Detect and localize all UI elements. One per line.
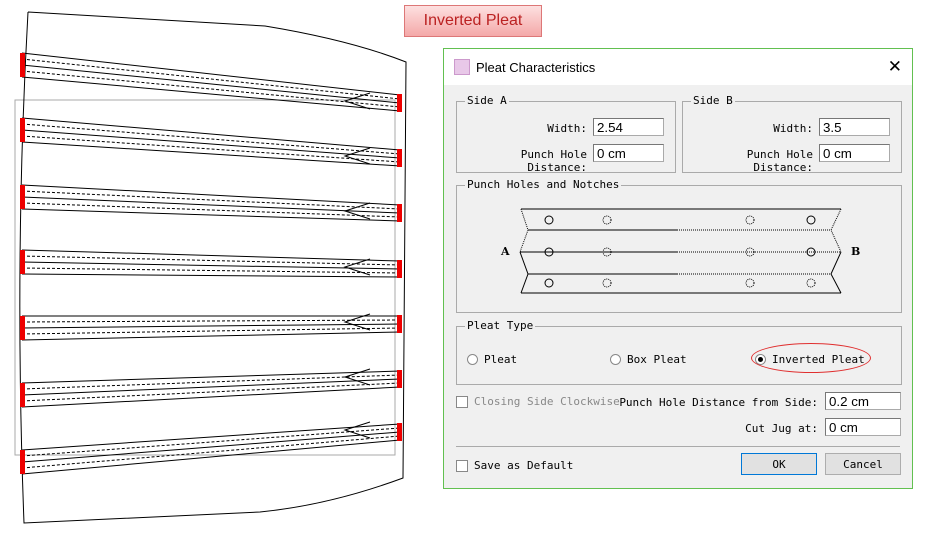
notch-marker	[397, 370, 402, 388]
pleat-line	[21, 135, 401, 163]
pleat-line	[21, 378, 401, 396]
pleat-type-group: Pleat Type Pleat Box Pleat Inverted Plea…	[456, 319, 902, 385]
side-b-punch-label: Punch Hole Distance:	[746, 148, 813, 174]
ok-button[interactable]: OK	[741, 453, 817, 475]
pleat-type-legend: Pleat Type	[465, 319, 536, 332]
side-b-group: Side B Width: Punch Hole Distance:	[682, 94, 902, 174]
pleat-line	[21, 427, 401, 457]
notch-marker	[20, 185, 25, 209]
pleat-line	[21, 190, 401, 210]
pattern-piece-canvas[interactable]	[0, 0, 440, 534]
side-b-marker: B	[851, 245, 861, 258]
notch-marker	[20, 383, 25, 407]
pleat-line	[21, 386, 401, 408]
pleat-arrow	[343, 313, 371, 331]
notch-marker	[397, 94, 402, 112]
side-a-width-input[interactable]	[593, 118, 664, 136]
cut-jug-input[interactable]	[825, 418, 901, 436]
pleat-characteristics-dialog: Pleat Characteristics ✕ Side A Width: Pu…	[443, 48, 913, 489]
pleat-line	[21, 273, 401, 278]
closing-side-checkbox[interactable]: Closing Side Clockwise	[456, 395, 620, 408]
pleat-arrow	[343, 147, 371, 165]
pleat-line	[21, 267, 401, 274]
box-pleat-radio[interactable]: Box Pleat	[610, 353, 687, 366]
pleat-line	[21, 58, 401, 100]
pleat-line	[21, 184, 401, 206]
punch-from-side-label: Punch Hole Distance from Side:	[619, 396, 818, 409]
notch-marker	[20, 316, 25, 340]
pleat-line	[21, 435, 401, 469]
pleat-arrow	[343, 421, 371, 439]
notch-marker	[397, 423, 402, 441]
side-b-punch-input[interactable]	[819, 144, 890, 162]
pleat-arrow	[343, 202, 371, 220]
pleat-arrow	[343, 368, 371, 386]
pleat-line	[21, 331, 401, 341]
pleat-line	[21, 423, 401, 451]
punch-from-side-input[interactable]	[825, 392, 901, 410]
pleat-line	[21, 255, 401, 266]
pleat-line	[21, 129, 401, 159]
pleat-line	[21, 327, 401, 335]
highlight-ellipse	[751, 343, 871, 373]
pleat-line	[21, 374, 401, 390]
reference-outline	[14, 99, 396, 456]
cancel-button[interactable]: Cancel	[825, 453, 901, 475]
side-b-legend: Side B	[691, 94, 735, 107]
pleat-line	[21, 208, 401, 222]
pleat-line	[21, 64, 401, 104]
side-b-width-label: Width:	[773, 122, 813, 135]
pleat-line	[21, 123, 401, 155]
app-icon	[454, 59, 470, 75]
side-a-punch-label: Punch Hole Distance:	[520, 148, 587, 174]
punch-holes-legend: Punch Holes and Notches	[465, 178, 622, 191]
side-a-legend: Side A	[465, 94, 509, 107]
side-b-width-input[interactable]	[819, 118, 890, 136]
notch-marker	[20, 250, 25, 274]
pleat-line	[21, 261, 401, 270]
notch-marker	[20, 118, 25, 142]
cut-jug-label: Cut Jug at:	[745, 422, 818, 435]
pleat-line	[21, 382, 401, 402]
title-bar: Pleat Characteristics ✕	[444, 49, 912, 85]
save-default-checkbox[interactable]: Save as Default	[456, 459, 573, 472]
pleat-line	[21, 76, 401, 112]
notch-marker	[20, 450, 25, 474]
notch-marker	[20, 53, 25, 77]
divider	[456, 446, 900, 447]
side-a-group: Side A Width: Punch Hole Distance:	[456, 94, 676, 174]
pleat-radio[interactable]: Pleat	[467, 353, 517, 366]
pleat-line	[21, 249, 401, 262]
side-a-punch-input[interactable]	[593, 144, 664, 162]
pleat-line	[21, 202, 401, 218]
dialog-title: Pleat Characteristics	[476, 59, 596, 75]
pleat-line	[21, 52, 401, 96]
pleat-line	[21, 319, 401, 323]
notch-marker	[397, 149, 402, 167]
pleat-line	[21, 431, 401, 463]
notch-marker	[397, 315, 402, 333]
side-a-marker: A	[501, 245, 510, 258]
pleat-arrow	[343, 258, 371, 276]
pleat-arrow	[343, 92, 371, 110]
notch-marker	[397, 204, 402, 222]
pleat-line	[21, 323, 401, 329]
notch-marker	[397, 260, 402, 278]
side-a-width-label: Width:	[547, 122, 587, 135]
pleat-line	[21, 196, 401, 214]
pleat-line	[21, 439, 401, 475]
close-icon[interactable]: ✕	[887, 57, 902, 77]
pleat-line	[21, 370, 401, 384]
pleat-line	[21, 141, 401, 167]
pleat-line	[21, 70, 401, 108]
inverted-pleat-banner: Inverted Pleat	[404, 5, 542, 37]
punch-holes-diagram	[519, 208, 842, 294]
piece-outline	[19, 11, 407, 524]
punch-holes-group: Punch Holes and Notches	[456, 178, 902, 313]
pleat-line	[21, 117, 401, 151]
